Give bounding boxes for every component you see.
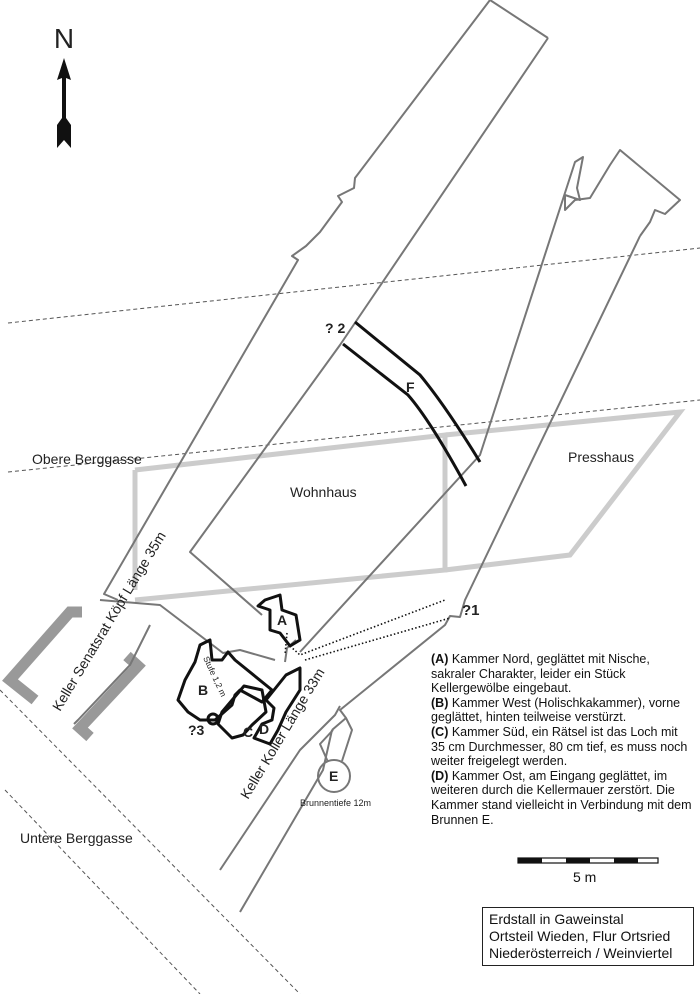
wall-left-upper [2, 606, 82, 705]
marker-d: D [259, 721, 269, 737]
legend-item-a: (A) Kammer Nord, geglättet mit Nische, s… [431, 652, 693, 696]
legend-text-d: Kammer Ost, am Eingang geglättet, im wei… [431, 768, 692, 827]
compass-label: N [54, 23, 74, 54]
legend-item-d: (D) Kammer Ost, am Eingang geglättet, im… [431, 769, 693, 827]
building-label-house: Wohnhaus [290, 484, 357, 500]
marker-f: F [406, 379, 415, 395]
marker-a: A [277, 612, 287, 628]
upper-road-edge-top [7, 247, 700, 324]
north-arrow-icon: N [54, 23, 74, 148]
marker-e: E [329, 768, 338, 784]
house-outline [134, 432, 448, 603]
road-label-lower: Untere Berggasse [20, 830, 133, 846]
road-label-upper: Obere Berggasse [32, 451, 142, 467]
koller-presshaus-connector [299, 149, 681, 653]
koller-cellar-wall-b [219, 705, 341, 871]
marker-b: B [198, 682, 208, 698]
building-label-presshaus: Presshaus [568, 449, 634, 465]
koller-cellar-wall-c [239, 729, 333, 913]
legend-key-a: (A) [431, 652, 449, 666]
right-cellar-wall [331, 235, 641, 731]
upper-road-edge-bottom [7, 399, 700, 473]
legend-item-b: (B) Kammer West (Holischkakammer), vorne… [431, 696, 693, 725]
road-lines [0, 247, 700, 994]
koller-cellar-wall-a [73, 624, 151, 725]
scale-label: 5 m [573, 869, 597, 885]
buildings [132, 408, 686, 603]
legend-text-b: Kammer West (Holischkakammer), vorne geg… [431, 695, 681, 725]
legend: (A) Kammer Nord, geglättet mit Nische, s… [431, 652, 693, 827]
koepf-cellar-west-wall [103, 0, 491, 601]
presshaus-outline [444, 408, 686, 573]
well-e-outline [317, 759, 351, 793]
koepf-cellar-end [489, 0, 549, 39]
title-line-1: Erdstall in Gaweinstal [489, 911, 624, 927]
legend-key-d: (D) [431, 768, 449, 783]
lower-road-edge-bottom [4, 789, 201, 994]
north-arrow-shape [57, 58, 71, 148]
tunnel-f-south-wall [342, 342, 468, 487]
erdstall-chambers [176, 593, 302, 746]
marker-q1: ?1 [462, 602, 480, 619]
well-depth-label: Brunnentiefe 12m [300, 798, 371, 808]
legend-key-b: (B) [431, 695, 449, 710]
dotted-passage [284, 599, 451, 661]
koepf-cellar-east-wall [189, 37, 549, 616]
tunnel-f [342, 320, 482, 487]
lower-road-edge-top [0, 689, 301, 994]
dotted-passage-lower [304, 617, 451, 661]
scale-bar [517, 857, 659, 864]
legend-text-c: Kammer Süd, ein Rätsel ist das Loch mit … [431, 724, 688, 769]
chamber-c-hole [206, 712, 220, 726]
title-line-2: Ortsteil Wieden, Flur Ortsried [489, 928, 671, 944]
legend-text-a: Kammer Nord, geglättet mit Nische, sakra… [431, 652, 650, 696]
scale-seg-5 [614, 858, 638, 863]
chamber-c [216, 684, 268, 740]
legend-key-c: (C) [431, 724, 449, 739]
well-e-passage [319, 729, 334, 763]
dotted-passage-upper [289, 599, 446, 656]
tunnel-f-north-wall [354, 320, 482, 463]
chamber-d [252, 666, 302, 746]
marker-q2: ? 2 [325, 320, 345, 336]
title-box: Erdstall in Gaweinstal Ortsteil Wieden, … [482, 907, 694, 966]
chamber-a [256, 593, 302, 648]
marker-q3: ?3 [188, 722, 205, 738]
koepf-cellar-south-wall [99, 599, 276, 661]
cellar-outlines [73, 0, 681, 913]
scale-seg-1 [518, 858, 542, 863]
marker-c: C [243, 724, 253, 740]
legend-item-c: (C) Kammer Süd, ein Rätsel ist das Loch … [431, 725, 693, 769]
well-e-passage-b [341, 717, 353, 762]
scale-seg-3 [566, 858, 590, 863]
title-line-3: Niederösterreich / Weinviertel [489, 945, 673, 961]
